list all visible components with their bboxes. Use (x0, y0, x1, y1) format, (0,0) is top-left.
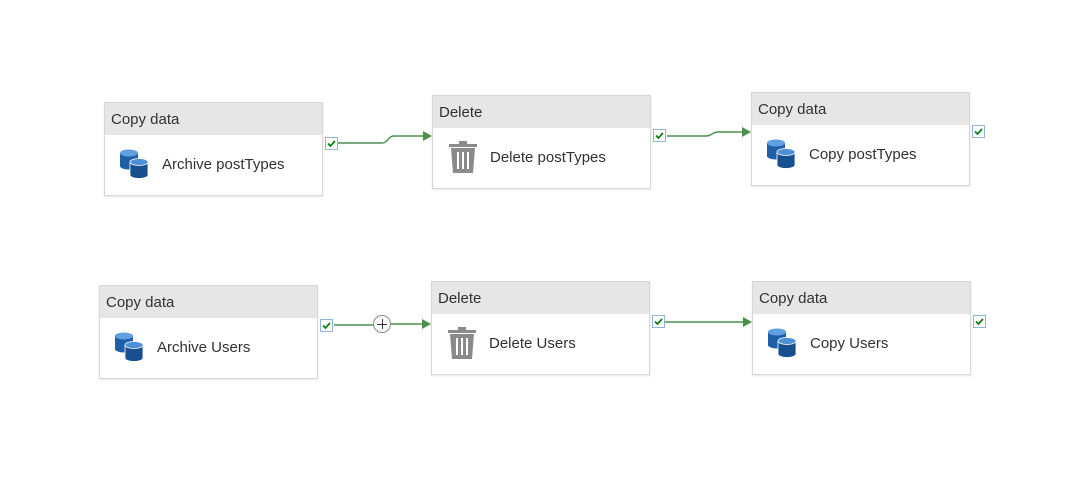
activity-type-label: Copy data (753, 282, 970, 314)
success-output-checkbox[interactable] (972, 125, 985, 138)
database-icon (115, 332, 144, 362)
activity-name: Delete Users (489, 335, 576, 352)
activity-type-label: Copy data (100, 286, 317, 318)
success-output-checkbox[interactable] (320, 319, 333, 332)
activity-name: Delete postTypes (490, 149, 606, 166)
check-icon (655, 132, 664, 140)
activity-type-label: Copy data (752, 93, 969, 125)
activity-name: Archive postTypes (162, 156, 285, 173)
activity-name: Copy Users (810, 335, 889, 352)
activity-delete-posttypes[interactable]: Delete Delete postTypes (432, 95, 651, 189)
check-icon (322, 322, 331, 330)
check-icon (654, 318, 663, 326)
arrowhead (423, 131, 432, 141)
activity-name: Archive Users (157, 339, 251, 356)
database-icon (768, 328, 797, 358)
add-activity-button[interactable] (373, 315, 391, 333)
activity-type-label: Delete (433, 96, 650, 128)
success-output-checkbox[interactable] (653, 129, 666, 142)
success-output-checkbox[interactable] (325, 137, 338, 150)
activity-copy-users[interactable]: Copy data Copy Users (752, 281, 971, 375)
activity-name: Copy postTypes (809, 146, 917, 163)
check-icon (975, 318, 984, 326)
activity-type-label: Copy data (105, 103, 322, 135)
success-output-checkbox[interactable] (973, 315, 986, 328)
activity-type-label: Delete (432, 282, 649, 314)
connector-delete-posttypes-to-copy-posttypes (667, 131, 743, 137)
trash-icon (448, 327, 476, 359)
arrowhead (422, 319, 431, 329)
database-icon (120, 149, 149, 179)
check-icon (974, 128, 983, 136)
connector-archive-posttypes-to-delete-posttypes (338, 135, 424, 144)
success-output-checkbox[interactable] (652, 315, 665, 328)
activity-archive-users[interactable]: Copy data Archive Users (99, 285, 318, 379)
activity-delete-users[interactable]: Delete Delete Users (431, 281, 650, 375)
arrowhead (743, 317, 752, 327)
activity-copy-posttypes[interactable]: Copy data Copy postTypes (751, 92, 970, 186)
arrowhead (742, 127, 751, 137)
activity-archive-posttypes[interactable]: Copy data Archive postTypes (104, 102, 323, 196)
check-icon (327, 140, 336, 148)
trash-icon (449, 141, 477, 173)
database-icon (767, 139, 796, 169)
